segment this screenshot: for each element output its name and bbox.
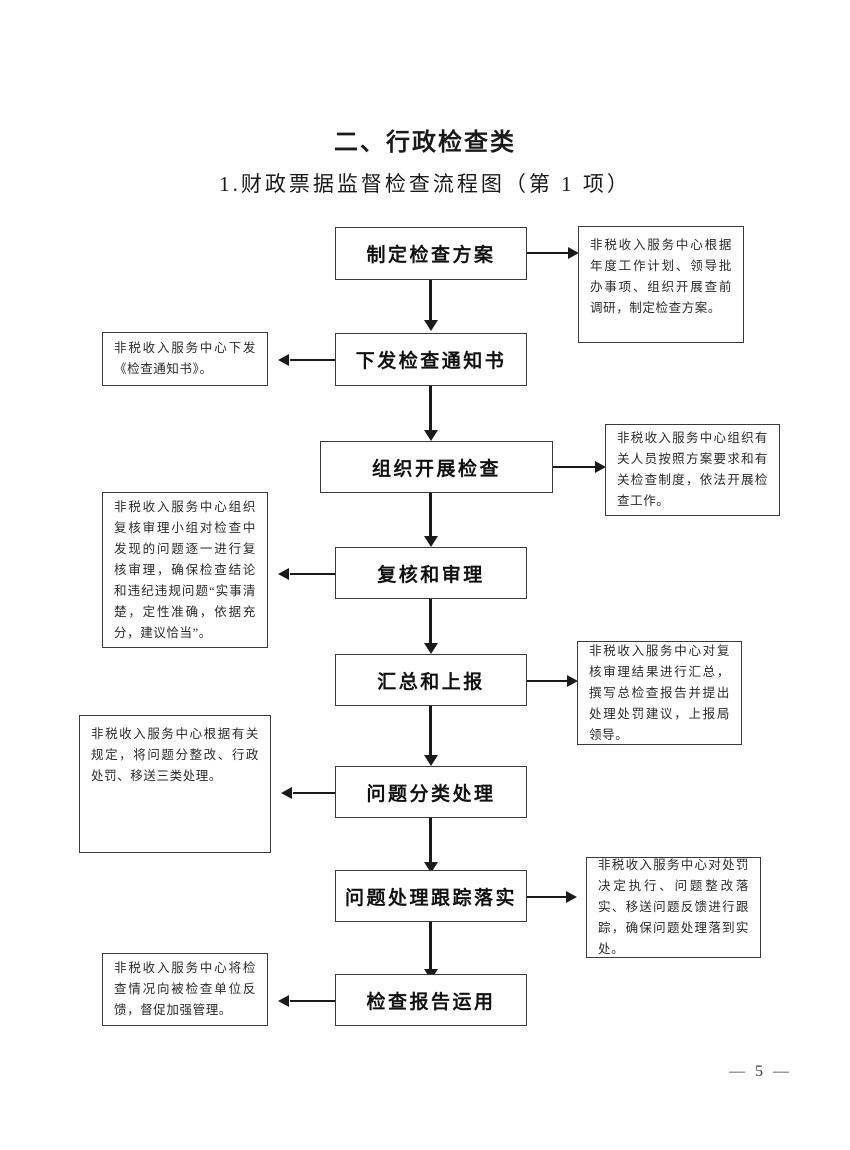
arrow-step4-step5 — [424, 643, 438, 654]
connector-step6-step7 — [429, 818, 432, 862]
connector-step4-note4 — [290, 573, 335, 575]
flow-step-8-label: 检查报告运用 — [366, 990, 496, 1013]
note-step-7: 非税收入服务中心对处罚决定执行、问题整改落实、移送问题反馈进行跟踪，确保问题处理… — [586, 857, 761, 958]
connector-step5-note5 — [527, 680, 570, 682]
arrow-step6-step7 — [424, 862, 438, 873]
flow-step-4-box[interactable]: 复核和审理 — [335, 547, 527, 599]
page-title: 二、行政检查类 — [334, 128, 516, 156]
flow-step-8-box[interactable]: 检查报告运用 — [335, 974, 527, 1026]
arrow-step4-note4 — [278, 568, 289, 580]
flow-step-3-label: 组织开展检查 — [371, 457, 501, 480]
arrow-step3-step4 — [424, 536, 438, 547]
flow-step-1-box[interactable]: 制定检查方案 — [335, 227, 527, 280]
arrow-step5-step6 — [424, 755, 438, 766]
note-step-6: 非税收入服务中心根据有关规定，将问题分整改、行政处罚、移送三类处理。 — [79, 715, 271, 853]
arrow-step8-note8 — [278, 995, 289, 1007]
connector-step3-step4 — [429, 493, 432, 536]
arrow-step7-note7 — [566, 891, 577, 903]
connector-step2-step3 — [429, 386, 432, 430]
arrow-step2-note2 — [278, 354, 289, 366]
flow-step-5-box[interactable]: 汇总和上报 — [335, 654, 527, 706]
connector-step1-note1 — [527, 252, 571, 254]
flow-step-3-box[interactable]: 组织开展检查 — [320, 441, 553, 493]
note-step-5: 非税收入服务中心对复核审理结果进行汇总，撰写总检查报告并提出处理处罚建议，上报局… — [577, 641, 742, 745]
note-step-4-text: 非税收入服务中心组织复核审理小组对检查中发现的问题逐一进行复核审理，确保检查结论… — [114, 499, 256, 640]
flow-step-7-box[interactable]: 问题处理跟踪落实 — [335, 870, 527, 922]
note-step-1: 非税收入服务中心根据年度工作计划、领导批办事项、组织开展查前调研，制定检查方案。 — [578, 226, 744, 343]
connector-step5-step6 — [429, 706, 432, 755]
note-step-3: 非税收入服务中心组织有关人员按照方案要求和有关检查制度，依法开展检查工作。 — [605, 424, 780, 516]
flow-step-6-box[interactable]: 问题分类处理 — [335, 766, 527, 818]
connector-step7-step8 — [429, 922, 432, 969]
connector-step4-step5 — [429, 599, 432, 643]
connector-step7-note7 — [527, 896, 569, 898]
connector-step2-note2 — [290, 359, 335, 361]
note-step-2-text: 非税收入服务中心下发《检查通知书》。 — [114, 341, 256, 376]
note-step-7-text: 非税收入服务中心对处罚决定执行、问题整改落实、移送问题反馈进行跟踪，确保问题处理… — [598, 858, 749, 956]
connector-step3-note3 — [553, 466, 598, 468]
flow-step-1-label: 制定检查方案 — [366, 244, 496, 266]
arrow-step5-note5 — [567, 675, 578, 687]
note-step-3-text: 非税收入服务中心组织有关人员按照方案要求和有关检查制度，依法开展检查工作。 — [617, 431, 768, 508]
arrow-step2-step3 — [424, 430, 438, 441]
note-step-4: 非税收入服务中心组织复核审理小组对检查中发现的问题逐一进行复核审理，确保检查结论… — [102, 492, 268, 648]
note-step-8-text: 非税收入服务中心将检查情况向被检查单位反馈，督促加强管理。 — [114, 961, 256, 1017]
flow-step-5-label: 汇总和上报 — [377, 670, 485, 693]
flow-step-7-label: 问题处理跟踪落实 — [344, 886, 517, 909]
flow-step-4-label: 复核和审理 — [377, 563, 485, 586]
flow-step-2-box[interactable]: 下发检查通知书 — [335, 333, 527, 386]
flow-step-2-label: 下发检查通知书 — [355, 350, 507, 372]
connector-step1-step2 — [429, 280, 432, 320]
note-step-2: 非税收入服务中心下发《检查通知书》。 — [102, 332, 268, 386]
note-step-1-text: 非税收入服务中心根据年度工作计划、领导批办事项、组织开展查前调研，制定检查方案。 — [590, 238, 732, 315]
note-step-8: 非税收入服务中心将检查情况向被检查单位反馈，督促加强管理。 — [102, 953, 268, 1026]
connector-step6-note6 — [293, 792, 335, 794]
page-number: — 5 — — [729, 1063, 792, 1080]
page-subtitle: 1.财政票据监督检查流程图（第 1 项） — [219, 172, 631, 196]
note-step-6-text: 非税收入服务中心根据有关规定，将问题分整改、行政处罚、移送三类处理。 — [91, 727, 259, 783]
arrow-step1-step2 — [424, 320, 438, 331]
arrow-step6-note6 — [281, 787, 292, 799]
connector-step8-note8 — [290, 1000, 335, 1002]
flow-step-6-label: 问题分类处理 — [366, 782, 496, 805]
arrow-step1-note1 — [568, 247, 579, 259]
arrow-step3-note3 — [595, 461, 606, 473]
note-step-5-text: 非税收入服务中心对复核审理结果进行汇总，撰写总检查报告并提出处理处罚建议，上报局… — [589, 643, 730, 742]
